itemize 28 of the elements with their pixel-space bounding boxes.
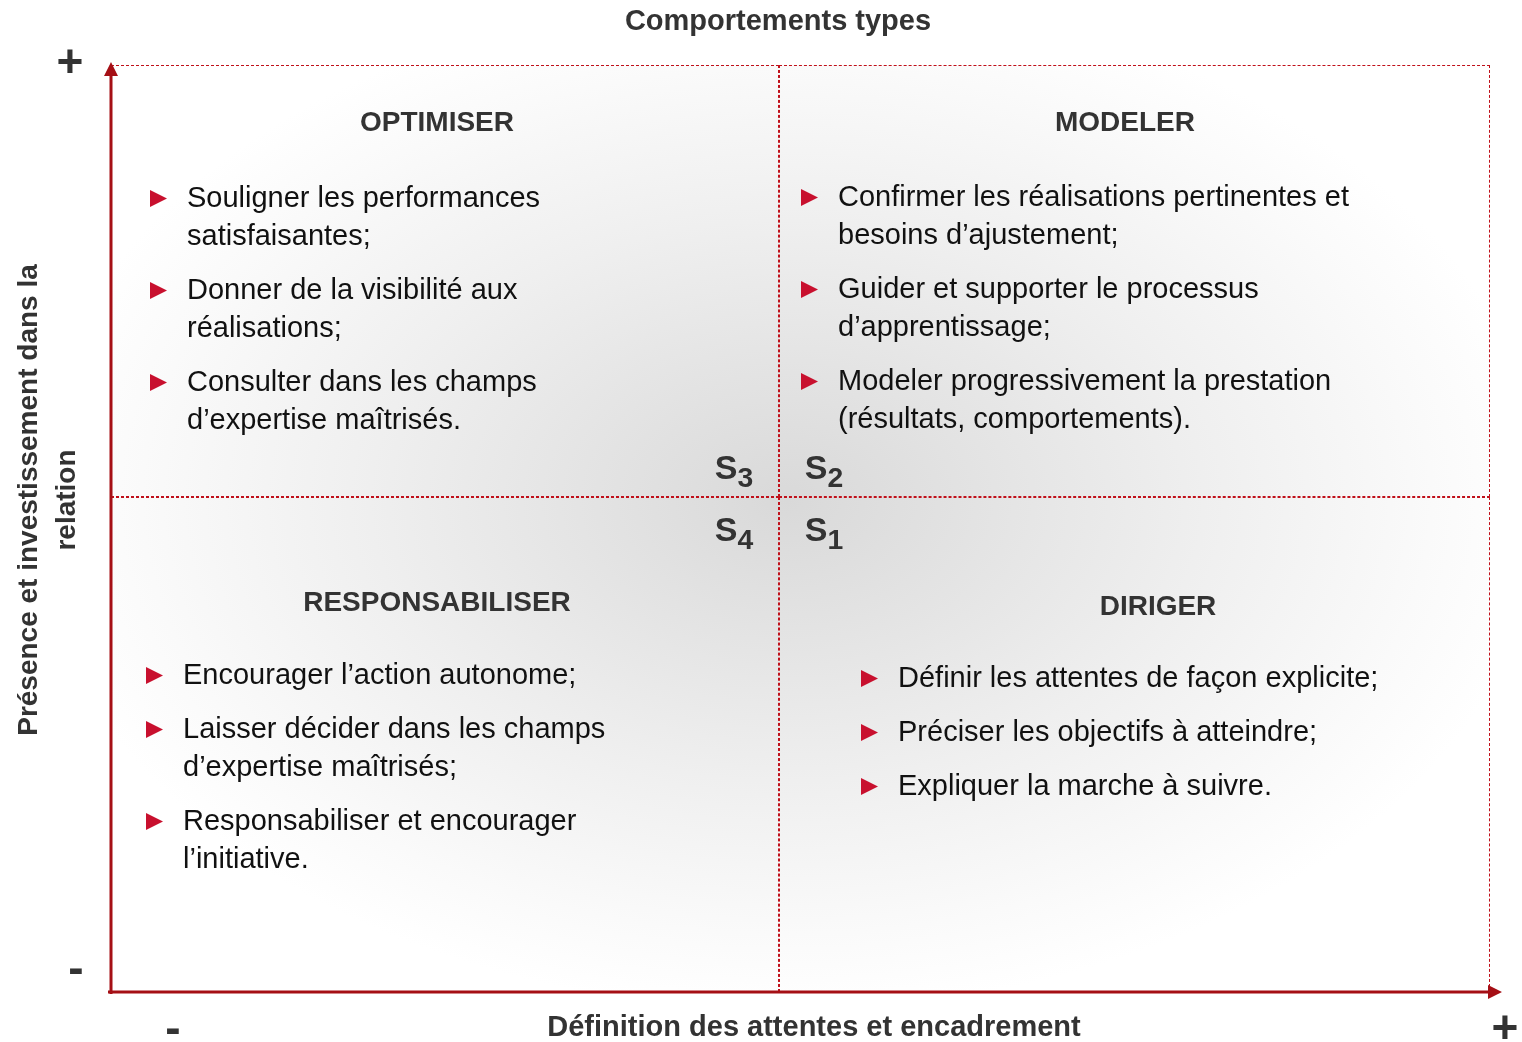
quadrant-number: S$_{3}$ <box>714 448 754 494</box>
plus-sign: + <box>1491 1000 1519 1042</box>
bullet-text: Expliquer la marche à suivre. <box>898 768 1272 803</box>
bullet-text: Encourager l’action autonome; <box>183 657 577 692</box>
minus-sign: - <box>165 1000 181 1042</box>
quadrant-heading: DIRIGER <box>1099 590 1217 622</box>
quadrant-heading: RESPONSABILISER <box>303 586 571 618</box>
quadrant-heading: MODELER <box>1055 106 1195 138</box>
quadrant-number: S$_{4}$ <box>714 510 754 556</box>
bullet-text: Laisser décider dans les champs d’expertise maîtrisés; <box>183 711 607 784</box>
bullet-text: Définir les attentes de façon explicite; <box>898 660 1379 695</box>
bullet-text: Consulter dans les champs d’expertise maîtrisés. <box>187 364 538 437</box>
chart-title: Comportements types <box>624 4 932 37</box>
bullet-text: Donner de la visibilité aux réalisations; <box>187 272 519 345</box>
quadrant-heading: OPTIMISER <box>360 106 514 138</box>
bullet-text: Modeler progressivement la prestation (résultats, comportements). <box>838 363 1333 436</box>
quadrant-number: S$_{2}$ <box>804 448 844 494</box>
quadrant-box <box>779 65 1490 497</box>
bullet-text: Souligner les performances satisfaisantes; <box>187 180 541 253</box>
plus-sign: + <box>56 34 84 88</box>
bullet-text: Préciser les objectifs à atteindre; <box>898 714 1318 749</box>
minus-sign: - <box>68 940 84 994</box>
bullet-text: Guider et supporter le processus d’apprentissage; <box>838 271 1260 344</box>
axis-title: Définition des attentes et encadrement <box>547 1010 1081 1042</box>
quadrant-number: S$_{1}$ <box>804 510 844 556</box>
bullet-text: Responsabiliser et encourager l’initiative. <box>183 803 578 876</box>
bullet-text: Confirmer les réalisations pertinentes et besoins d’ajustement; <box>838 179 1350 252</box>
axis-title: Présence et investissement dans la relation <box>11 263 82 738</box>
